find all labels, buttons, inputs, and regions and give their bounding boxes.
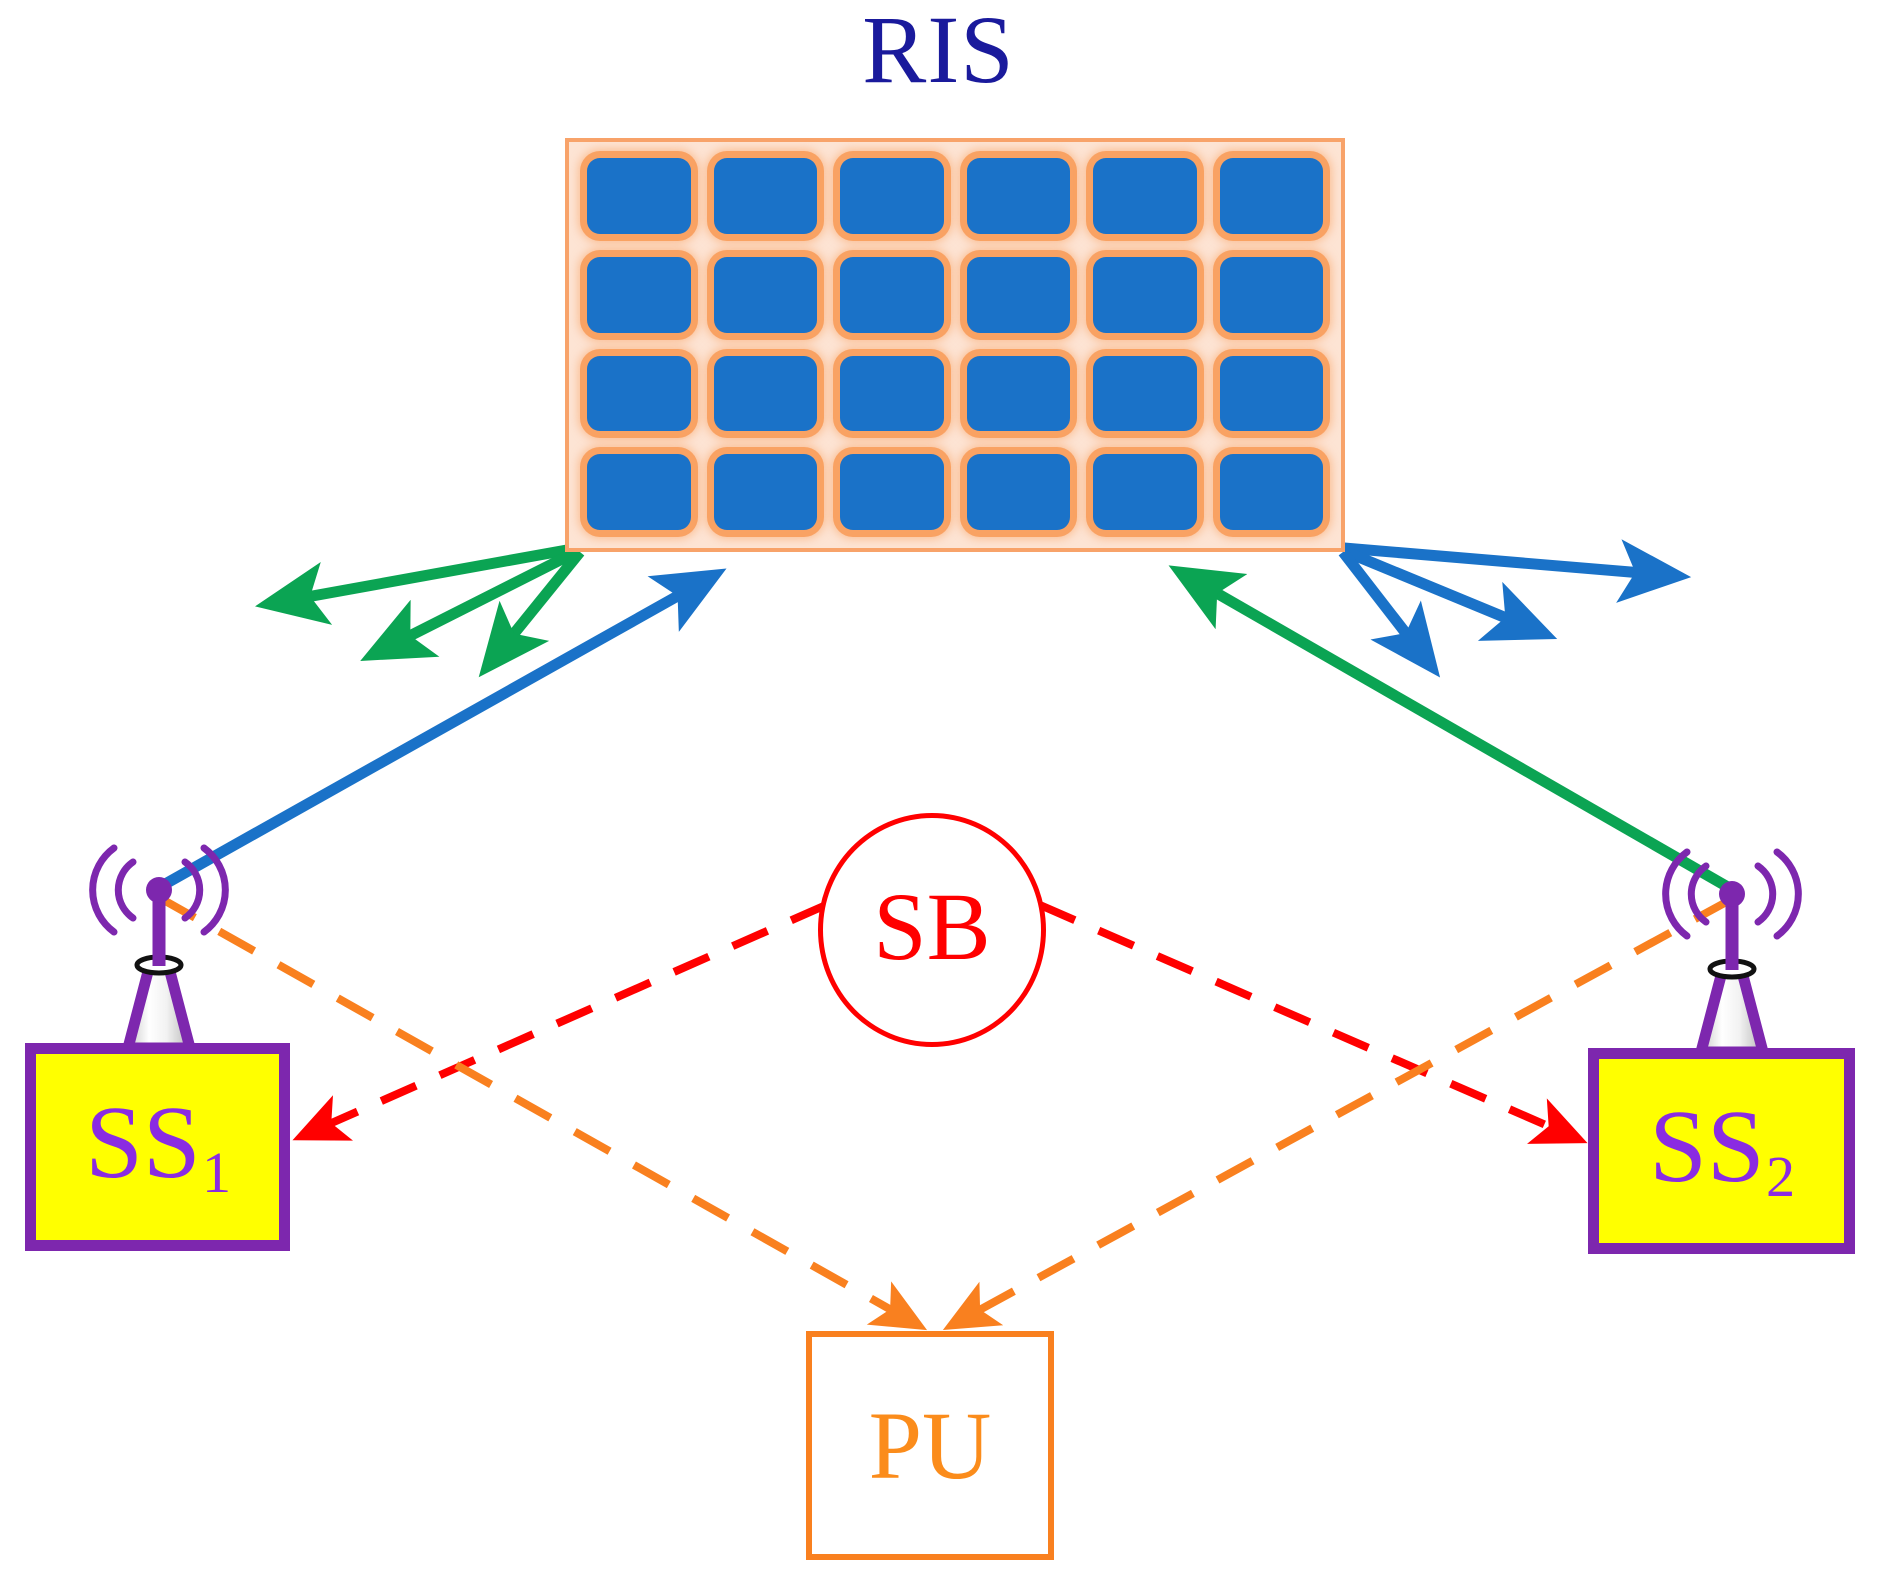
ris-element[interactable] (1219, 158, 1323, 234)
ris-element[interactable] (713, 454, 817, 530)
ris-element[interactable] (840, 256, 944, 333)
link-ss1-to-ris (155, 568, 727, 893)
link-sb-to-ss2 (1038, 901, 1588, 1144)
ss2-antenna-icon (1662, 848, 1802, 1058)
node-ss1-label-text: SS (85, 1085, 201, 1200)
node-ss2-label-text: SS (1649, 1089, 1765, 1204)
ris-element[interactable] (966, 256, 1070, 333)
link-ris-reflect-left-fan (255, 542, 585, 678)
node-ss2-label-subscript: 2 (1765, 1144, 1796, 1210)
ris-element[interactable] (840, 355, 944, 432)
ris-element[interactable] (1093, 355, 1197, 432)
ris-element[interactable] (587, 256, 691, 333)
link-ris-reflect-right-fan (1338, 539, 1692, 678)
ris-element[interactable] (587, 454, 691, 530)
link-ss2-to-pu-interference (942, 896, 1732, 1330)
ris-element[interactable] (840, 158, 944, 234)
ris-element[interactable] (587, 355, 691, 432)
ris-element[interactable] (1093, 158, 1197, 234)
ris-panel[interactable] (565, 138, 1345, 552)
ris-element-grid (587, 158, 1323, 530)
node-ss2-label: SS2 (1649, 1095, 1795, 1206)
ris-title-label: RIS (862, 0, 1015, 103)
link-ss2-to-ris (1168, 565, 1736, 895)
node-sb-label: SB (873, 873, 991, 980)
link-sb-to-ss1 (292, 901, 828, 1141)
ris-element[interactable] (840, 454, 944, 530)
ris-element[interactable] (966, 454, 1070, 530)
ris-element[interactable] (1219, 256, 1323, 333)
ris-element[interactable] (587, 158, 691, 234)
ris-element[interactable] (713, 355, 817, 432)
ris-element[interactable] (1219, 355, 1323, 432)
ris-element[interactable] (966, 355, 1070, 432)
node-pu[interactable]: PU (806, 1331, 1054, 1560)
node-ss1-label-subscript: 1 (201, 1140, 232, 1206)
node-pu-label: PU (868, 1391, 992, 1499)
ris-element[interactable] (713, 158, 817, 234)
ris-element[interactable] (966, 158, 1070, 234)
ss1-antenna-icon (89, 844, 229, 1054)
ris-element[interactable] (1093, 454, 1197, 530)
node-ss2[interactable]: SS2 (1588, 1048, 1855, 1254)
ris-element[interactable] (1219, 454, 1323, 530)
node-sb[interactable]: SB (818, 813, 1046, 1047)
ris-element[interactable] (713, 256, 817, 333)
node-ss1-label: SS1 (85, 1091, 231, 1202)
ris-element[interactable] (1093, 256, 1197, 333)
node-ss1[interactable]: SS1 (25, 1043, 290, 1251)
link-ss1-to-pu-interference (158, 894, 928, 1331)
